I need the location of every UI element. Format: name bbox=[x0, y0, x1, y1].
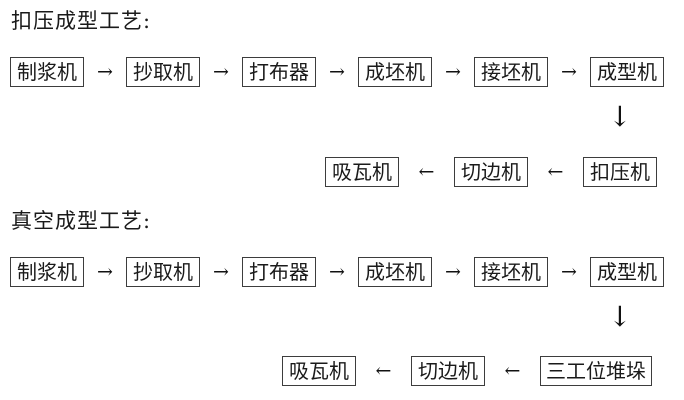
section-title-press-forming: 扣压成型工艺: bbox=[11, 9, 152, 33]
left-arrow-icon: ← bbox=[375, 360, 392, 382]
process-box-edge-trimming-machine: 切边机 bbox=[411, 356, 485, 386]
vacuum-return-flow-row: 吸瓦机 ← 切边机 ← 三工位堆垛 bbox=[282, 356, 652, 386]
right-arrow-icon: → bbox=[445, 61, 461, 83]
process-box-edge-trimming-machine: 切边机 bbox=[454, 157, 528, 187]
right-arrow-icon: → bbox=[329, 261, 345, 283]
process-box-tile-suction-machine: 吸瓦机 bbox=[282, 356, 356, 386]
right-arrow-icon: → bbox=[329, 61, 345, 83]
process-box-blank-forming-machine: 成坯机 bbox=[358, 57, 432, 87]
process-box-cloth-beater: 打布器 bbox=[242, 257, 316, 287]
down-arrow-icon: ↓ bbox=[608, 100, 632, 133]
process-box-pulping-machine: 制浆机 bbox=[10, 257, 84, 287]
right-arrow-icon: → bbox=[97, 261, 113, 283]
process-box-molding-machine: 成型机 bbox=[590, 257, 664, 287]
right-arrow-icon: → bbox=[561, 261, 577, 283]
process-box-sheet-forming-machine: 抄取机 bbox=[126, 257, 200, 287]
process-box-tile-suction-machine: 吸瓦机 bbox=[325, 157, 399, 187]
process-box-sheet-forming-machine: 抄取机 bbox=[126, 57, 200, 87]
process-box-three-station-stacker: 三工位堆垛 bbox=[540, 356, 652, 386]
right-arrow-icon: → bbox=[213, 261, 229, 283]
right-arrow-icon: → bbox=[97, 61, 113, 83]
process-box-pulping-machine: 制浆机 bbox=[10, 57, 84, 87]
process-box-blank-forming-machine: 成坯机 bbox=[358, 257, 432, 287]
right-arrow-icon: → bbox=[213, 61, 229, 83]
press-return-flow-row: 吸瓦机 ← 切边机 ← 扣压机 bbox=[325, 157, 657, 187]
left-arrow-icon: ← bbox=[504, 360, 521, 382]
process-box-blank-receiving-machine: 接坯机 bbox=[474, 257, 548, 287]
left-arrow-icon: ← bbox=[418, 161, 435, 183]
process-box-molding-machine: 成型机 bbox=[590, 57, 664, 87]
left-arrow-icon: ← bbox=[547, 161, 564, 183]
press-main-flow-row: 制浆机 → 抄取机 → 打布器 → 成坯机 → 接坯机 → 成型机 bbox=[10, 57, 664, 87]
down-arrow-icon: ↓ bbox=[608, 300, 632, 333]
process-box-press-machine: 扣压机 bbox=[583, 157, 657, 187]
right-arrow-icon: → bbox=[561, 61, 577, 83]
section-title-vacuum-forming: 真空成型工艺: bbox=[11, 209, 152, 233]
vacuum-main-flow-row: 制浆机 → 抄取机 → 打布器 → 成坯机 → 接坯机 → 成型机 bbox=[10, 257, 664, 287]
right-arrow-icon: → bbox=[445, 261, 461, 283]
process-box-cloth-beater: 打布器 bbox=[242, 57, 316, 87]
process-box-blank-receiving-machine: 接坯机 bbox=[474, 57, 548, 87]
